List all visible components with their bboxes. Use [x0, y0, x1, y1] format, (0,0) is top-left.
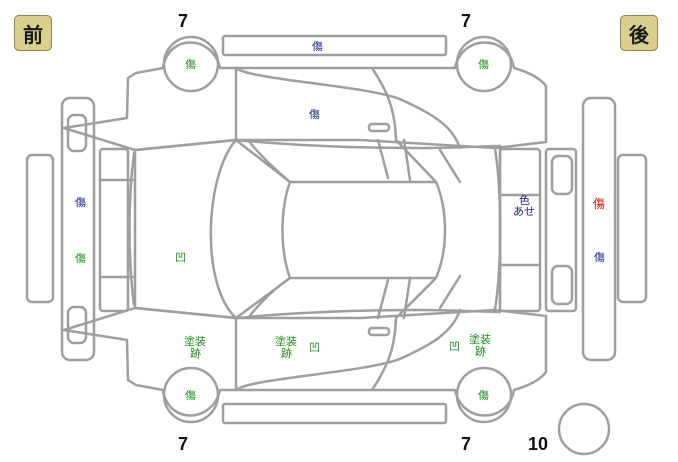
- rear-lamp-top: [550, 154, 574, 196]
- front-bumper-slot-top: [66, 113, 88, 153]
- front-badge: 前: [14, 15, 52, 51]
- mark-roof-strip: 傷: [312, 40, 323, 53]
- mark-front-fender-lower-1: 塗装: [184, 335, 206, 348]
- front-end-strip: [25, 153, 55, 304]
- mark-rear-bumper-lower: 傷: [594, 251, 605, 264]
- mark-front-door-lower-1: 塗装: [275, 335, 297, 348]
- tire-score-front-right: 7: [178, 434, 189, 454]
- front-grille: [98, 147, 130, 313]
- tire-score-rear-right: 7: [461, 434, 472, 454]
- tire-rear-left-outline: [455, 35, 513, 93]
- roof-strip-bottom: [221, 402, 448, 425]
- body-top-view: [133, 138, 502, 320]
- upper-side-profile: [62, 41, 548, 152]
- rear-badge: 後: [620, 15, 658, 51]
- mark-rear-door-lower-1: 塗装: [469, 333, 491, 346]
- mark-hood: 凹: [175, 251, 186, 264]
- front-bumper-slot-bottom: [66, 305, 88, 345]
- lower-side-profile: [62, 306, 548, 417]
- tire-score-front-left: 7: [178, 11, 189, 31]
- mark-front-bumper-lower: 傷: [75, 252, 86, 265]
- rear-panel: [498, 147, 542, 313]
- mark-rear-panel-2: あせ: [513, 205, 535, 218]
- cabin-roof: [281, 180, 447, 280]
- mark-rear-door-lower-dent: 凹: [449, 340, 460, 353]
- rear-bumper: [581, 96, 617, 362]
- mark-tire-rl: 傷: [478, 58, 489, 71]
- tire-score-rear-left: 7: [461, 11, 472, 31]
- rear-end-strip: [616, 153, 648, 304]
- rear-lamp-bottom: [550, 264, 574, 306]
- lower-door-handle: [367, 326, 391, 337]
- windshield-left: [209, 138, 238, 320]
- roof-strip-top: [221, 34, 448, 57]
- hood-line: [128, 151, 136, 307]
- mark-front-door-lower-2: 跡: [281, 347, 292, 360]
- tire-front-left-outline: [162, 35, 220, 93]
- mark-tire-rr: 傷: [478, 389, 489, 402]
- mark-tire-fl: 傷: [185, 58, 196, 71]
- mark-front-door-lower-dent: 凹: [309, 341, 320, 354]
- mark-tire-fr: 傷: [185, 389, 196, 402]
- spare-tire-score: 10: [528, 434, 549, 454]
- tire-front-right-outline: [162, 366, 220, 424]
- rear-window: [493, 146, 502, 312]
- tire-rear-right-outline: [455, 366, 513, 424]
- spare-tire-outline: [557, 402, 611, 456]
- mark-rear-bumper-upper: 傷: [593, 197, 606, 211]
- mark-upper-door: 傷: [309, 108, 320, 121]
- upper-door-handle: [367, 122, 391, 133]
- mark-rear-panel-1: 色: [519, 194, 530, 207]
- mark-front-fender-lower-2: 跡: [190, 347, 201, 360]
- rear-lamp-frame: [544, 147, 578, 313]
- front-bumper: [60, 96, 96, 362]
- mark-rear-door-lower-2: 跡: [475, 345, 486, 358]
- mark-front-bumper-upper: 傷: [75, 196, 86, 209]
